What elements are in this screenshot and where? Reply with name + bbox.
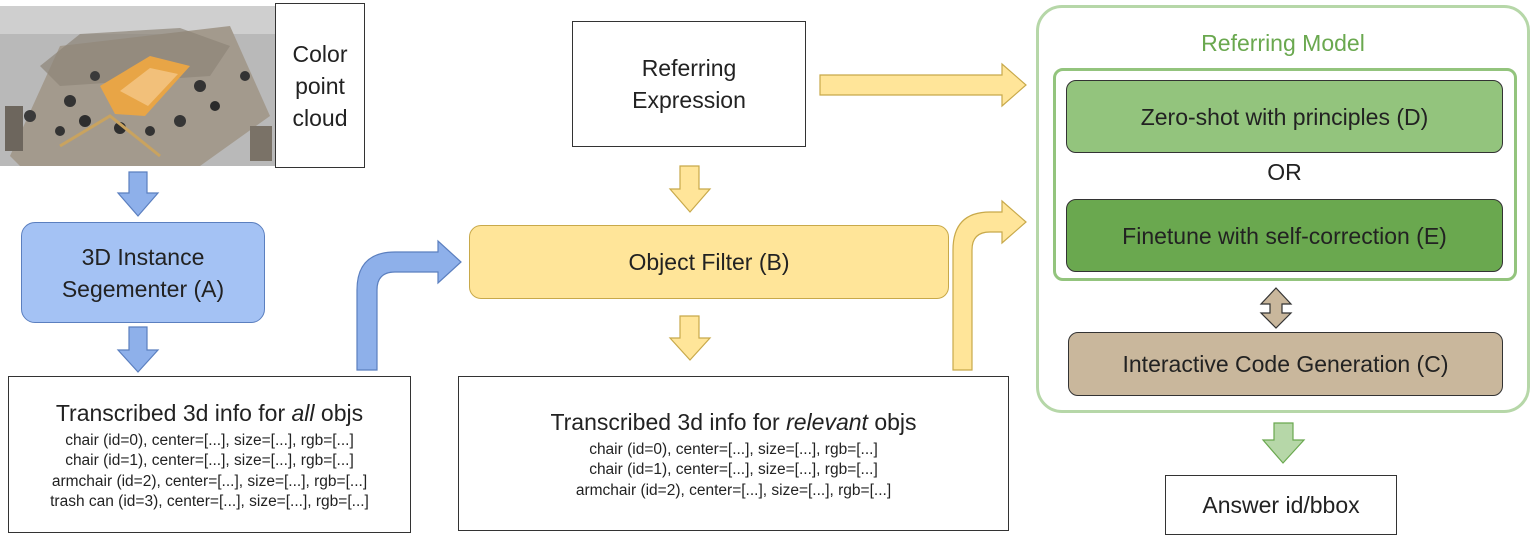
- relevant-objects-title: Transcribed 3d info for relevant objs: [550, 406, 916, 438]
- all-objects-row: armchair (id=2), center=[...], size=[...…: [51, 472, 368, 490]
- point-cloud-label-line: point: [295, 72, 345, 99]
- curved-arrow-icon: [952, 199, 1027, 371]
- down-arrow-icon: [1261, 422, 1306, 464]
- down-arrow-icon: [116, 171, 160, 217]
- answer-label: Answer id/bbox: [1202, 492, 1360, 518]
- or-label: OR: [1267, 158, 1302, 185]
- point-cloud-label-line: Color: [292, 40, 348, 67]
- all-objects-row: trash can (id=3), center=[...], size=[..…: [50, 493, 369, 510]
- relevant-objects-row: armchair (id=2), center=[...], size=[...…: [575, 481, 892, 499]
- code-generation-box: Interactive Code Generation (C): [1068, 332, 1503, 396]
- title-emphasis: relevant: [786, 408, 868, 435]
- title-prefix: Transcribed 3d info for: [55, 399, 292, 426]
- zero-shot-label: Zero-shot with principles (D): [1140, 103, 1429, 130]
- code-generation-label: Interactive Code Generation (C): [1122, 351, 1449, 377]
- referring-model-title: Referring Model: [1201, 29, 1365, 56]
- down-arrow-icon: [668, 315, 712, 361]
- curved-arrow-icon: [356, 239, 462, 371]
- finetune-box: Finetune with self-correction (E): [1066, 199, 1503, 272]
- referring-model-options-group: [1053, 68, 1517, 281]
- referring-model-container: [1036, 5, 1530, 413]
- relevant-objects-box: Transcribed 3d info for relevant objs ch…: [458, 376, 1009, 531]
- answer-box: Answer id/bbox: [1165, 475, 1397, 535]
- all-objects-title: Transcribed 3d info for all objs: [56, 397, 363, 429]
- title-suffix: objs: [314, 399, 364, 426]
- finetune-label: Finetune with self-correction (E): [1122, 222, 1447, 249]
- referring-expression-line: Expression: [632, 87, 746, 113]
- all-objects-row: chair (id=1), center=[...], size=[...], …: [65, 452, 354, 469]
- object-filter-box: Object Filter (B): [469, 225, 949, 299]
- relevant-objects-row: chair (id=1), center=[...], size=[...], …: [589, 461, 878, 479]
- title-suffix: objs: [867, 408, 917, 435]
- right-arrow-icon: [819, 62, 1027, 108]
- double-arrow-icon: [1259, 287, 1293, 329]
- point-cloud-label-line: cloud: [292, 104, 348, 131]
- down-arrow-icon: [668, 165, 712, 213]
- object-filter-label: Object Filter (B): [628, 249, 790, 275]
- segmenter-label-line: 3D Instance: [81, 243, 205, 270]
- point-cloud-image: [0, 6, 276, 166]
- all-objects-row: chair (id=0), center=[...], size=[...], …: [65, 431, 354, 449]
- segmenter-label-line: Segementer (A): [61, 275, 225, 302]
- point-cloud-label: Color point cloud: [275, 3, 365, 168]
- title-emphasis: all: [291, 399, 315, 426]
- title-prefix: Transcribed 3d info for: [550, 408, 787, 435]
- zero-shot-box: Zero-shot with principles (D): [1066, 80, 1503, 153]
- referring-expression-box: Referring Expression: [572, 21, 806, 147]
- instance-segmenter-box: 3D Instance Segementer (A): [21, 222, 265, 323]
- all-objects-box: Transcribed 3d info for all objs chair (…: [8, 376, 411, 533]
- referring-expression-line: Referring: [641, 55, 737, 81]
- relevant-objects-row: chair (id=0), center=[...], size=[...], …: [589, 440, 878, 458]
- down-arrow-icon: [116, 326, 160, 373]
